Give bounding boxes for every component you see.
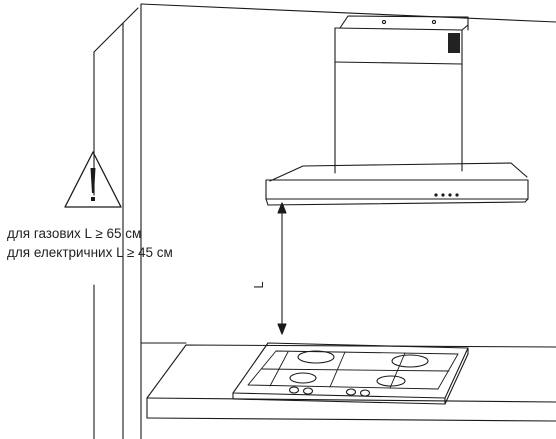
burner-rear-left [297,350,335,364]
burner-rear-right [391,354,429,368]
room-walls [93,3,556,439]
hood-canopy [265,162,529,206]
countertop [140,342,556,422]
warning-triangle-icon [64,151,122,208]
electric-hob-distance-note: для електричних L ≥ 45 см [7,245,173,260]
burner-front-right [376,375,406,387]
hood-control-buttons [434,193,459,197]
gas-hob [232,342,469,405]
dimension-label: L [251,281,266,288]
dimension-line [277,202,287,335]
hob-knobs [288,386,371,397]
gas-hob-distance-note: для газових L ≥ 65 см [7,226,142,241]
burner-front-left [289,372,317,384]
chimney [334,15,469,174]
chimney-vent-grille [448,33,460,53]
